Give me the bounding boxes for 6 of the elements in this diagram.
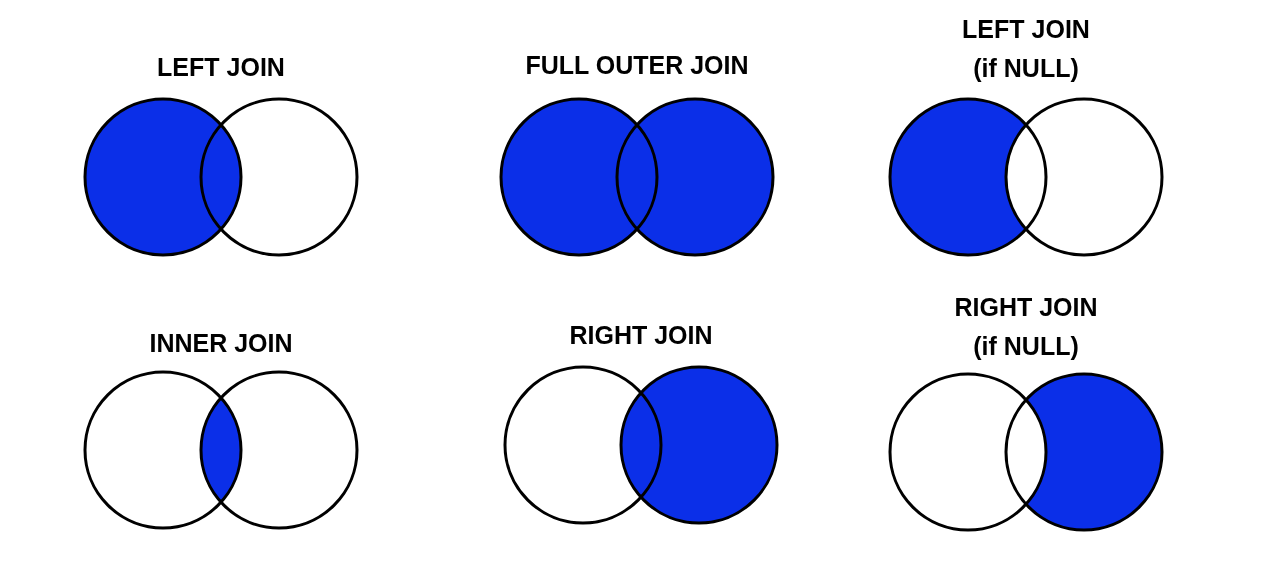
join-title: INNER JOIN <box>148 328 294 358</box>
join-title: LEFT JOIN (if NULL) <box>961 14 1091 84</box>
join-title: FULL OUTER JOIN <box>524 50 750 80</box>
join-title: LEFT JOIN <box>156 52 286 82</box>
join-title: RIGHT JOIN <box>568 320 714 350</box>
join-title: RIGHT JOIN (if NULL) <box>953 292 1099 362</box>
